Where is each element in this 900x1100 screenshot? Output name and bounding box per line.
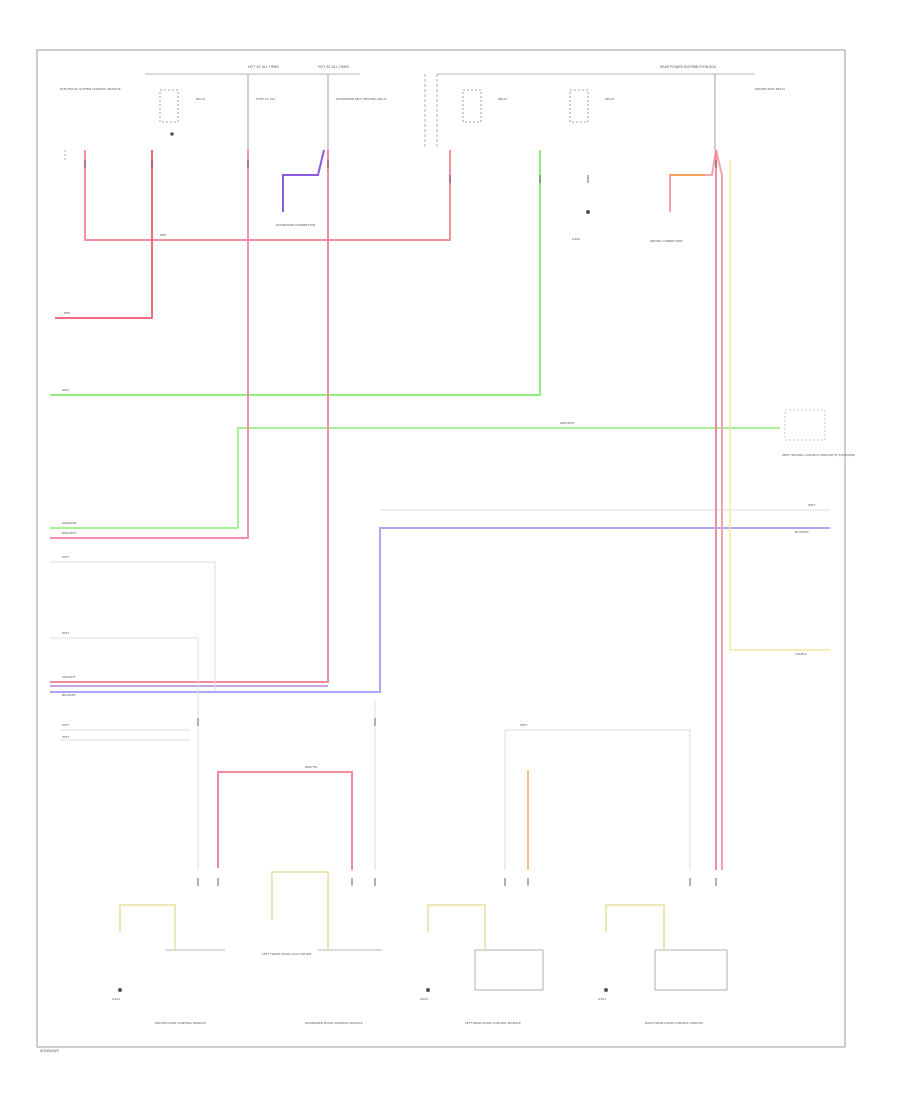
wire-violet bbox=[50, 149, 328, 687]
wire-wht-label-6: WHT bbox=[808, 503, 815, 507]
top-bus bbox=[64, 73, 755, 160]
wire-lower bbox=[197, 700, 529, 870]
wire-wht-label-5: WHT bbox=[520, 723, 527, 727]
door1-label: DRIVER DOOR CONTROL MODULE bbox=[155, 1021, 206, 1025]
wire-white-lines bbox=[50, 509, 830, 870]
relay-mid-label: RELAY bbox=[498, 97, 508, 101]
door4-label: RIGHT REAR DOOR CONTROL MODULE bbox=[645, 1021, 703, 1025]
conn-left-label: PASSENGER CONNECTION bbox=[276, 223, 315, 227]
g301-label: G301 bbox=[598, 997, 606, 1001]
wire-wht-label-2: WHT bbox=[62, 631, 69, 635]
fuse-a-label: FUSE 23 10A bbox=[256, 97, 276, 101]
wire-red-right bbox=[669, 149, 830, 870]
conn-right-label: DRIVER CONNECTION bbox=[650, 239, 683, 243]
wire-wht-label: WHT bbox=[62, 555, 69, 559]
wire-blu-wht-label-2: BLU/WHT bbox=[795, 530, 809, 534]
hot-bus-label-2: HOT AT ALL TIMES bbox=[318, 65, 349, 69]
wire-red-wht-label: RED/WHT bbox=[62, 531, 77, 535]
wire-blue bbox=[50, 527, 830, 693]
door-modules bbox=[119, 871, 728, 991]
yellow-wires bbox=[119, 871, 665, 950]
hot-bus-label: HOT AT ALL TIMES bbox=[248, 65, 279, 69]
wire-wht-label-3: WHT bbox=[62, 723, 69, 727]
relay-left-label: RELAY bbox=[196, 97, 206, 101]
g202-label: G202 bbox=[420, 997, 428, 1001]
driver-seat-relay-label: DRIVER SEAT RELAY bbox=[755, 87, 785, 91]
rear-power-label: REAR POWER DISTRIBUTION BOX bbox=[660, 65, 717, 69]
electrical-control-label: ELECTRICAL SYSTEM CONTROL MODULE bbox=[60, 87, 121, 91]
page-code: W3/W4/W5 bbox=[40, 1049, 59, 1053]
door2-label: PASSENGER DOOR CONTROL MODULE bbox=[305, 1021, 363, 1025]
wire-red-label: RED bbox=[160, 233, 167, 237]
wire-vio-wht-label: VIO/WHT bbox=[62, 675, 76, 679]
diagram-frame bbox=[36, 49, 846, 1048]
wire-green bbox=[50, 150, 780, 529]
wire-grn-label: GRN bbox=[62, 388, 69, 392]
right-module-label: SEAT HEATING CONTROL MODULE (IF EQUIPPED… bbox=[782, 453, 855, 457]
door3-label: LEFT REAR DOOR CONTROL MODULE bbox=[465, 1021, 521, 1025]
g101-label: G101 bbox=[112, 997, 120, 1001]
wire-yel-blk-label: YEL/BLK bbox=[795, 652, 808, 656]
wire-wht-label-4: WHT bbox=[62, 735, 69, 739]
connector-pins bbox=[84, 160, 717, 886]
ground-symbols bbox=[118, 132, 608, 992]
passenger-relay-label: PASSENGER SEAT HEATING RELAY bbox=[336, 97, 387, 101]
seat-heating-module bbox=[784, 409, 826, 441]
wire-blu-wht-label: BLU/WHT bbox=[62, 693, 76, 697]
wire-red-left bbox=[55, 150, 451, 319]
relay-right-label: RELAY bbox=[605, 97, 615, 101]
center-note-label: LEFT FRONT DOOR LOCK MOTOR bbox=[262, 952, 311, 956]
wire-red-yel-label: RED/YEL bbox=[305, 765, 318, 769]
wire-red-wht bbox=[50, 150, 329, 683]
wire-grn-wht-label: GRN/WHT bbox=[560, 421, 575, 425]
wire-grn-wht-label-2: GRN/WHT bbox=[62, 521, 77, 525]
top-components bbox=[159, 74, 716, 150]
g300-label: G300 bbox=[572, 237, 580, 241]
wire-red-label-2: RED bbox=[64, 311, 71, 315]
